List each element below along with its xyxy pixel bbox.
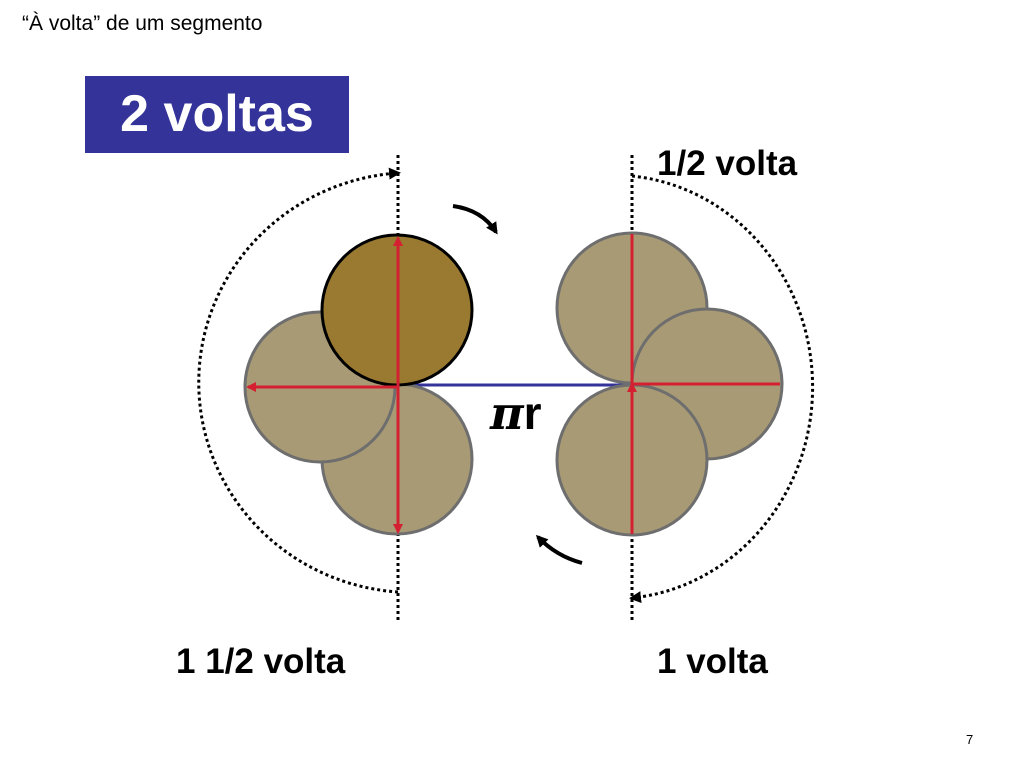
title-box: 2 voltas [85, 76, 349, 153]
label-half-turn: 1/2 volta [657, 144, 798, 183]
pi-r-label: πr [490, 390, 542, 436]
rotation-arrow-bottom [535, 534, 583, 565]
label-one-turn: 1 volta [657, 642, 768, 681]
rotation-arrow-top [452, 204, 498, 235]
slide-top-title: “À volta” de um segmento [22, 12, 263, 35]
r-symbol: r [523, 387, 542, 439]
right-dotted-arc [629, 174, 815, 604]
pi-symbol: π [490, 386, 524, 440]
label-one-and-half-turn: 1 1/2 volta [176, 642, 346, 681]
page-number: 7 [966, 732, 974, 747]
left-dotted-arc [197, 167, 401, 594]
